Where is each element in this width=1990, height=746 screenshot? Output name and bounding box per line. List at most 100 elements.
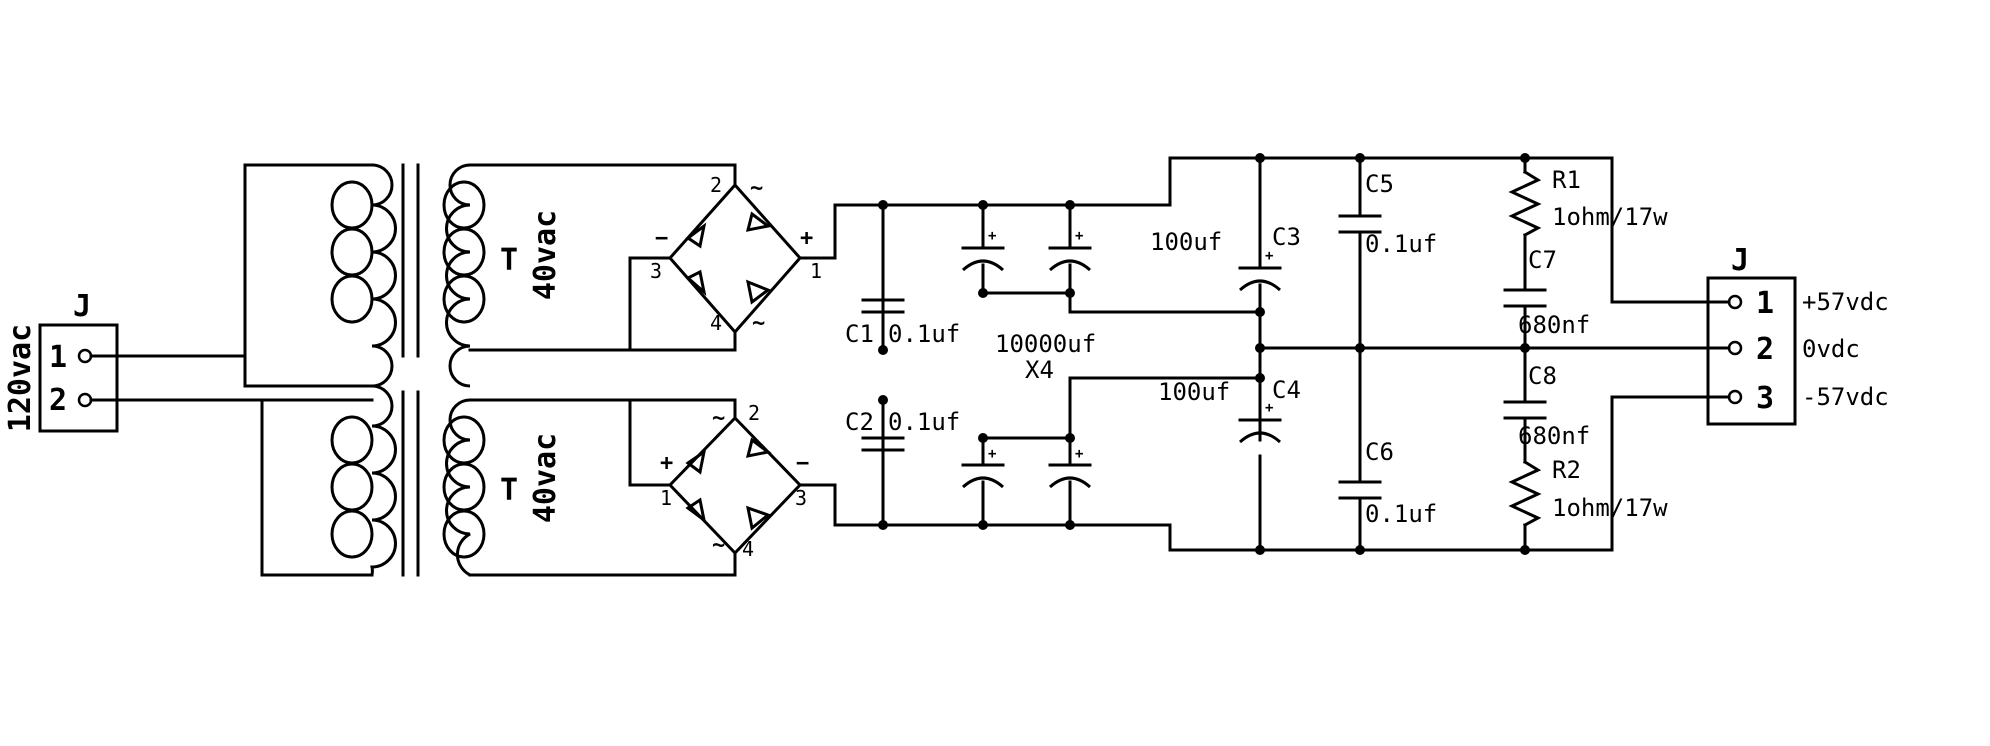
junction-dot [1520,343,1530,353]
capacitor-c5: C5 0.1uf [1338,170,1437,258]
bridge-top-sign-top: ~ [750,176,763,201]
output-connector-body [1706,276,1797,426]
diode-icon [685,497,707,524]
input-connector-ref: J [73,289,91,324]
junction-dot [978,520,988,530]
output-pin-2-num: 2 [1756,332,1774,367]
capacitor-c1: C1 0.1uf [845,298,960,348]
junction-dot [1065,520,1075,530]
output-pin-1-num: 1 [1756,286,1774,321]
bridge-top-pin-bottom: 4 [710,311,722,335]
transformer-bottom-ref: T [500,473,518,508]
capacitor-c4-ref: C4 [1272,376,1301,404]
resistor-r1-value: 1ohm/17w [1552,203,1668,231]
bridge-bottom-sign-left: + [660,451,673,476]
bridge-bottom-sign-top: ~ [712,406,725,431]
junction-dot [1355,153,1365,163]
capacitor-c6-ref: C6 [1365,438,1394,466]
capacitor-c2: C2 0.1uf [845,408,960,452]
capacitor-c8-value: 680nf [1518,422,1590,450]
junction-dot [1065,200,1075,210]
capacitor-c5-value: 0.1uf [1365,230,1437,258]
junction-dot [1065,288,1075,298]
resistor-r1-ref: R1 [1552,166,1581,194]
output-pin-3-num: 3 [1756,381,1774,416]
transformer-top-voltage: 40vac [528,210,563,300]
capacitor-c3: + C3 100uf [1150,223,1301,292]
diode-icon [685,222,707,249]
capacitor-c8-ref: C8 [1528,362,1557,390]
output-connector: J 1 2 3 +57vdc 0vdc -57vdc [1678,243,1889,426]
output-pin-2 [1727,340,1743,356]
diode-icon [745,437,772,458]
junction-dot [1255,153,1265,163]
polarity-plus-icon: + [1265,248,1273,264]
transformer-top-ref: T [500,243,518,278]
bridge-rectifier-top: 2 3 1 4 − + ~ ~ [628,173,882,352]
capacitor-c1-value: 0.1uf [888,320,960,348]
junctions [878,153,1530,555]
diode-icon [746,505,772,531]
output-pin-1-label: +57vdc [1802,288,1889,316]
junction-dot [1520,153,1530,163]
capacitor-c7-ref: C7 [1528,246,1557,274]
capacitor-c6: C6 0.1uf [1338,438,1437,528]
junction-dot [1255,545,1265,555]
capacitor-c3-value: 100uf [1150,228,1222,256]
bridge-top-pin-right: 1 [810,259,822,283]
output-connector-ref: J [1731,243,1749,278]
transformer-top: T 40vac [330,163,563,388]
bulk-capacitor-value: 10000uf [995,330,1096,358]
input-connector-body [38,323,119,433]
junction-dot [1255,373,1265,383]
polarity-plus-icon: + [1075,228,1083,244]
capacitor-c2-ref: C2 [845,408,874,436]
junction-dot [878,395,888,405]
bridge-top-pin-top: 2 [710,173,722,197]
input-pin-1-label: 1 [49,340,67,375]
output-pin-3-label: -57vdc [1802,383,1889,411]
output-pin-1 [1727,294,1743,310]
bridge-bottom-pin-bottom: 4 [742,537,754,561]
capacitor-c7-value: 680nf [1518,311,1590,339]
capacitor-c6-value: 0.1uf [1365,500,1437,528]
bridge-bottom-sign-right: − [796,451,809,476]
resistor-r2-value: 1ohm/17w [1552,494,1668,522]
capacitor-c7: C7 680nf [1503,246,1590,339]
resistor-r1: R1 1ohm/17w [1508,166,1668,238]
diode-icon [745,279,772,305]
diode-icon [685,448,707,475]
output-pin-2-label: 0vdc [1802,335,1860,363]
junction-dot [878,200,888,210]
transformer-bottom-voltage: 40vac [528,433,563,523]
polarity-plus-icon: + [1075,446,1083,462]
junction-dot [1255,307,1265,317]
diode-icon [745,211,772,232]
junction-dot [1355,343,1365,353]
bridge-bottom-pin-right: 3 [795,486,807,510]
polarity-plus-icon: + [1265,400,1273,416]
junction-dot [1065,433,1075,443]
bulk-capacitors: + + + + 10000uf X4 [961,228,1096,489]
primary-wiring [89,163,374,577]
diode-icon [685,269,707,297]
capacitor-c3-ref: C3 [1272,223,1301,251]
bridge-top-sign-bottom: ~ [752,311,765,336]
capacitor-c1-ref: C1 [845,320,874,348]
capacitor-c8: C8 680nf [1503,362,1590,450]
input-pin-1 [77,348,93,364]
junction-dot [878,520,888,530]
output-pin-3 [1727,389,1743,405]
bridge-top-sign-left: − [655,226,668,251]
filter-wiring [833,156,1682,552]
input-pin-2-label: 2 [49,383,67,418]
resistor-r2-ref: R2 [1552,456,1581,484]
capacitor-c4: + C4 100uf [1158,376,1301,444]
input-voltage-label: 120vac [3,324,38,432]
bulk-capacitor-count: X4 [1025,356,1054,384]
bridge-bottom-pin-left: 1 [660,486,672,510]
polarity-plus-icon: + [988,228,996,244]
junction-dot [878,345,888,355]
junction-dot [978,288,988,298]
